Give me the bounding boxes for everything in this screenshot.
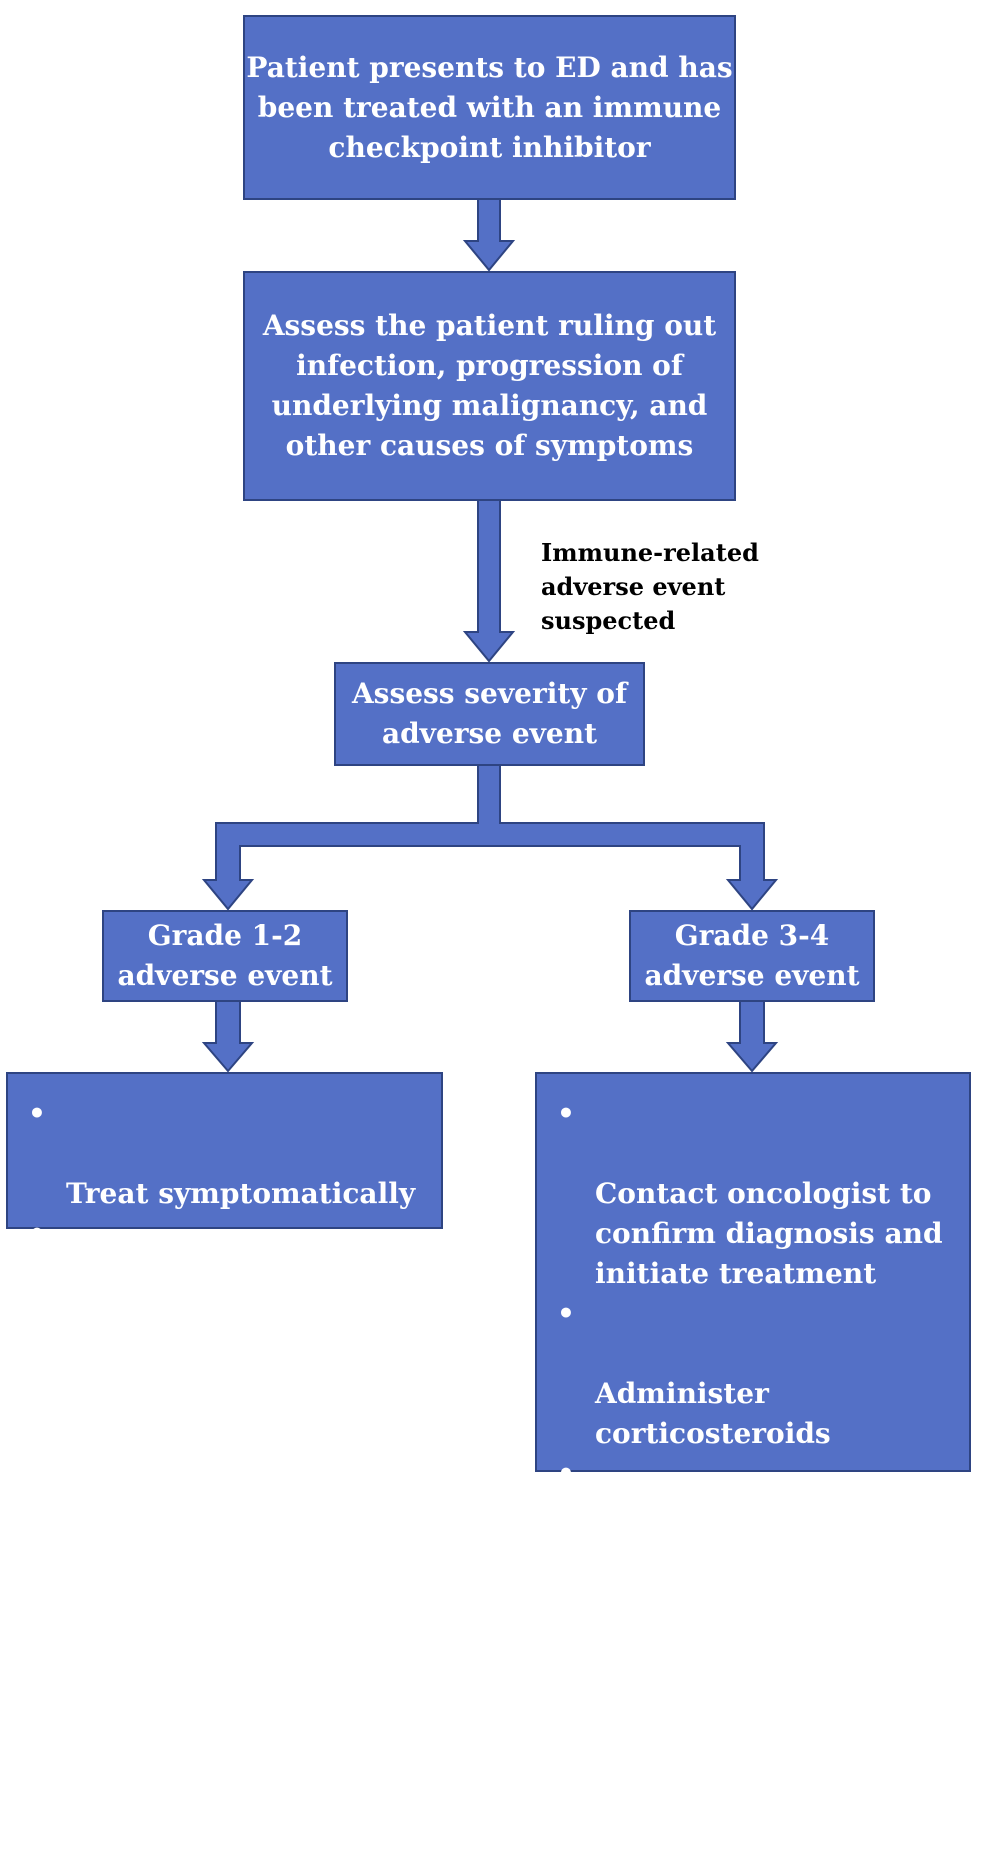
arrow-grade34-to-actions	[725, 1000, 779, 1073]
arrow-assess-to-severity	[462, 499, 516, 663]
grade34-action-text: Contact oncologist to confirm diagnosis …	[595, 1177, 943, 1290]
bullet-icon: •	[557, 1097, 575, 1130]
grade34-action-item: • Contact oncologist to confirm diagnosi…	[537, 1094, 969, 1294]
grade12-action-text: Arrange for follow up with oncologist	[66, 1297, 403, 1370]
grade12-actions-list: • Treat symptomatically • Arrange for fo…	[8, 1094, 415, 1374]
branch-connector	[201, 764, 779, 911]
immune-related-edge-label: Immune-related adverse event suspected	[541, 538, 759, 635]
grade12-action-item: • Treat symptomatically	[8, 1094, 415, 1214]
grade34-actions-box: • Contact oncologist to confirm diagnosi…	[535, 1072, 971, 1850]
start-node-text: Patient presents to ED and has been trea…	[246, 50, 733, 164]
grade34-action-text: Consider hospitalization	[595, 1777, 830, 1850]
grade34-action-item: • Administer corticosteroids	[537, 1294, 969, 1454]
bullet-icon: •	[28, 1217, 46, 1250]
grade12-node: Grade 1-2 adverse event	[102, 910, 348, 1002]
severity-node: Assess severity of adverse event	[334, 662, 645, 766]
grade12-node-text: Grade 1-2 adverse event	[117, 919, 333, 992]
grade12-actions-box: • Treat symptomatically • Arrange for fo…	[6, 1072, 443, 1370]
grade34-action-text: Consider prophylactic antibiotics for op…	[595, 1537, 941, 1690]
bullet-icon: •	[557, 1697, 575, 1730]
bullet-icon: •	[28, 1097, 46, 1130]
arrow-grade12-to-actions	[201, 1000, 255, 1073]
grade12-action-text: Treat symptomatically	[66, 1177, 416, 1210]
assess-node-text: Assess the patient ruling out infection,…	[262, 309, 717, 462]
assess-node: Assess the patient ruling out infection,…	[243, 271, 736, 501]
grade34-actions-list: • Contact oncologist to confirm diagnosi…	[537, 1094, 969, 1854]
bullet-icon: •	[557, 1457, 575, 1490]
grade34-node: Grade 3-4 adverse event	[629, 910, 875, 1002]
grade34-node-text: Grade 3-4 adverse event	[644, 919, 860, 992]
start-node: Patient presents to ED and has been trea…	[243, 15, 736, 200]
grade34-action-text: Administer corticosteroids	[595, 1377, 831, 1450]
grade34-action-item: • Consider prophylactic antibiotics for …	[537, 1454, 969, 1694]
severity-node-text: Assess severity of adverse event	[351, 677, 628, 750]
flow-connectors	[201, 198, 779, 1073]
bullet-icon: •	[557, 1297, 575, 1330]
grade34-action-item: • Consider hospitalization	[537, 1694, 969, 1854]
grade12-action-item: • Arrange for follow up with oncologist	[8, 1214, 415, 1374]
arrow-start-to-assess	[462, 198, 516, 272]
